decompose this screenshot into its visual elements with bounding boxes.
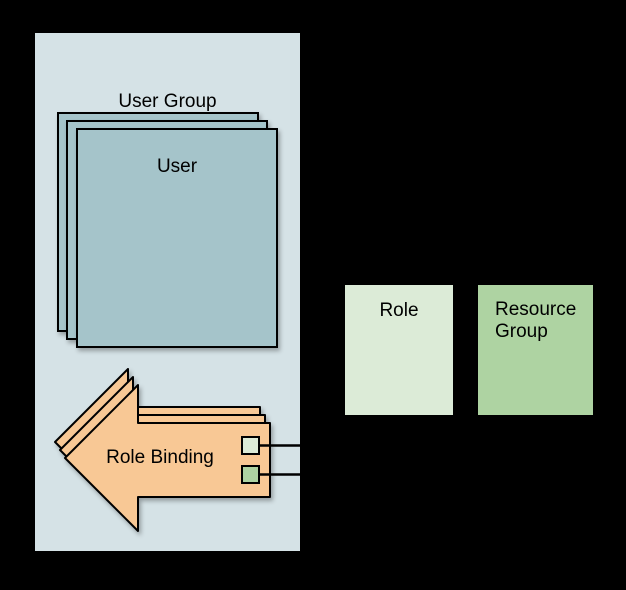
- role-label: Role: [379, 300, 419, 321]
- role-binding-arrow: [64, 384, 271, 532]
- resource-group-label: Resource Group: [495, 299, 577, 342]
- user-group-container: User Group User: [35, 33, 300, 551]
- role-port: [241, 436, 260, 455]
- role-binding-label: Role Binding: [106, 447, 214, 468]
- resource-group-box: Resource Group: [478, 285, 593, 415]
- resource-group-port: [241, 465, 260, 484]
- user-label: User: [156, 156, 198, 177]
- user-card: User: [76, 128, 278, 348]
- role-box: Role: [345, 285, 453, 415]
- user-group-label: User Group: [118, 91, 217, 112]
